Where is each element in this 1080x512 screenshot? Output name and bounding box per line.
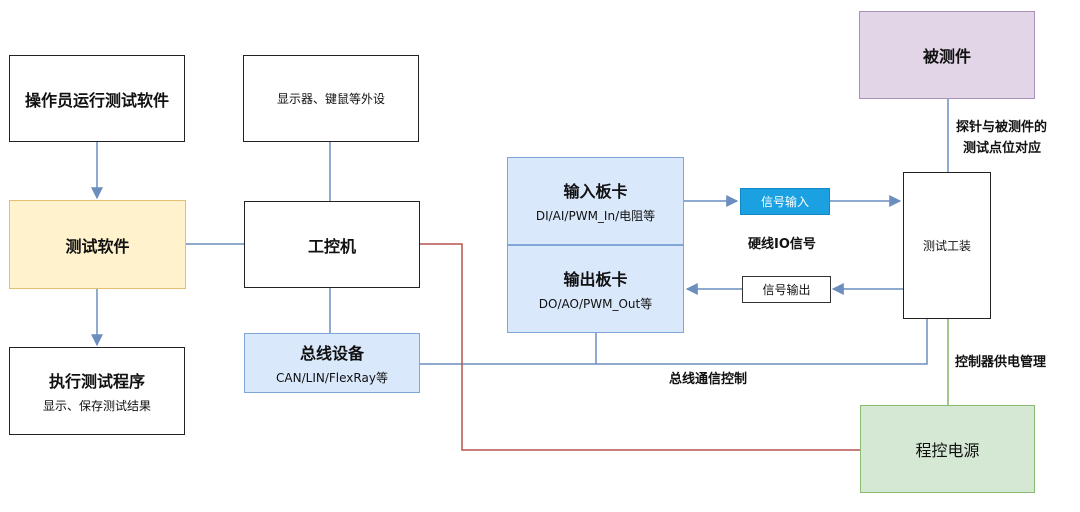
test-software-box: 测试软件 <box>9 200 186 289</box>
execute-box: 执行测试程序 显示、保存测试结果 <box>9 347 185 435</box>
input-card-title: 输入板卡 <box>563 182 628 201</box>
ipc-title: 工控机 <box>307 236 356 256</box>
power-mgmt-label: 控制器供电管理 <box>955 355 1047 370</box>
power-box: 程控电源 <box>860 405 1035 493</box>
test-software-title: 测试软件 <box>65 236 130 256</box>
fixture-box: 测试工装 <box>903 172 991 319</box>
signal-output-box: 信号输出 <box>742 276 831 303</box>
power-title: 程控电源 <box>915 441 980 460</box>
ipc-box: 工控机 <box>244 201 420 288</box>
signal-output-label: 信号输出 <box>762 283 811 297</box>
dut-title: 被测件 <box>922 47 971 66</box>
output-card-box: 输出板卡 DO/AO/PWM_Out等 <box>507 245 684 333</box>
hardwire-label: 硬线IO信号 <box>748 237 816 252</box>
peripherals-box: 显示器、键鼠等外设 <box>243 55 419 142</box>
edge-bus-comm <box>420 319 928 365</box>
output-card-subtitle: DO/AO/PWM_Out等 <box>538 297 653 311</box>
bus-comm-label: 总线通信控制 <box>669 372 748 387</box>
bus-device-title: 总线设备 <box>299 344 364 363</box>
operator-box: 操作员运行测试软件 <box>9 55 185 142</box>
execute-subtitle: 显示、保存测试结果 <box>42 399 151 413</box>
signal-input-label: 信号输入 <box>760 195 809 209</box>
execute-title: 执行测试程序 <box>48 372 145 391</box>
probe-label-line2: 测试点位对应 <box>963 141 1042 156</box>
fixture-title: 测试工装 <box>922 239 971 253</box>
peripherals-title: 显示器、键鼠等外设 <box>276 92 385 106</box>
bus-device-subtitle: CAN/LIN/FlexRay等 <box>276 371 388 385</box>
bus-device-box: 总线设备 CAN/LIN/FlexRay等 <box>244 333 420 393</box>
output-card-title: 输出板卡 <box>563 270 628 289</box>
dut-box: 被测件 <box>859 11 1035 99</box>
input-card-subtitle: DI/AI/PWM_In/电阻等 <box>535 209 656 223</box>
operator-title: 操作员运行测试软件 <box>24 90 169 110</box>
edge-ipc-power <box>420 243 860 451</box>
input-card-box: 输入板卡 DI/AI/PWM_In/电阻等 <box>507 157 684 245</box>
signal-input-box: 信号输入 <box>740 188 830 215</box>
probe-label-line1: 探针与被测件的 <box>956 120 1048 135</box>
